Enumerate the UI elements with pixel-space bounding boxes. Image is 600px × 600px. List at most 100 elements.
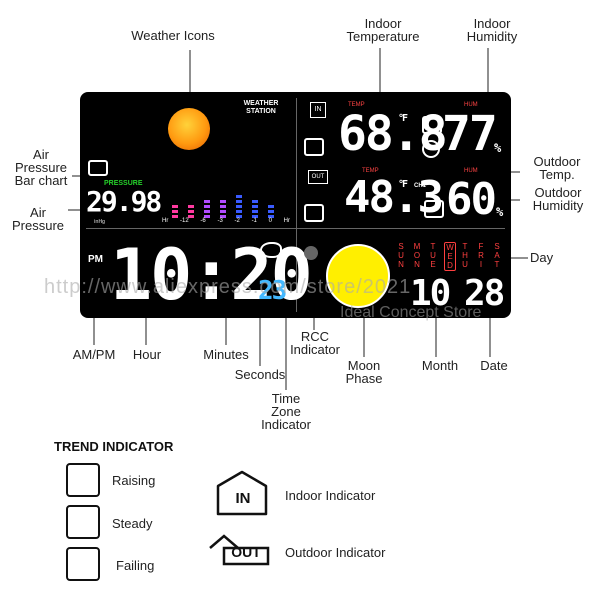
calendar-date: 28 [464,273,505,314]
pressure-bar-segment [252,210,258,213]
lcd-divider-horizontal [86,228,505,229]
pressure-axis-tick: Hr [162,218,169,224]
pressure-bar-segment [236,210,242,213]
pressure-bar-segment [204,210,210,213]
label-air-pressure-bar-chart: Air Pressure Bar chart [14,147,68,188]
watermark: http://www.aliexpress.com/store/2021 [44,276,412,298]
outdoor-humidity-value: 60 [446,174,497,225]
pressure-axis-tick: Hr [283,218,290,224]
day-column: S U N [398,242,404,269]
legend-indoor-indicator: Indoor Indicator [285,488,376,503]
indoor-arrow-icon [304,138,324,156]
pressure-bar-segment [252,215,258,218]
pressure-bar-segment [236,215,242,218]
pm-indicator: PM [88,254,103,265]
comfort-face-icon [422,140,440,158]
outdoor-temp-unit: °F [398,179,408,190]
pressure-bar-segment [188,210,194,213]
indoor-hum-label: HUM [464,102,478,108]
pressure-bar-segment [172,205,178,208]
pressure-axis-tick: -1 [251,218,257,224]
out-badge: OUT [308,170,328,184]
legend-outdoor-indicator: Outdoor Indicator [285,545,386,560]
day-column: W E D [444,242,456,271]
label-time-zone-indicator: Time Zone Indicator [261,391,311,432]
pressure-bar-segment [220,210,226,213]
indoor-temp-label: TEMP [348,102,365,108]
watermark-store: Ideal Concept Store [340,304,482,321]
label-day: Day [530,250,554,265]
pressure-bar-segment [236,205,242,208]
label-minutes: Minutes [203,347,249,362]
pressure-bar-segment [268,210,274,213]
pressure-bar-segment [220,215,226,218]
label-month: Month [421,358,459,373]
label-air-pressure: Air Pressure [11,205,65,233]
pressure-bar-segment [252,205,258,208]
pressure-bar-segment [172,210,178,213]
outdoor-temp-label: TEMP [362,168,379,174]
outdoor-arrow-icon [304,204,324,222]
label-date: Date [480,358,508,373]
in-badge: IN [310,102,326,118]
pressure-bar-segment [204,215,210,218]
pressure-bar-segment [220,200,226,203]
moon-phase-icon [326,244,390,308]
pressure-bar-segment [252,200,258,203]
pressure-trend-icon [88,160,108,176]
pressure-bar-segment [188,215,194,218]
label-indoor-humidity: Indoor Humidity [466,16,518,44]
outdoor-trend-icon [424,200,444,218]
day-column: T U E [430,242,436,269]
calendar-month: 10 [410,273,451,314]
day-column: M O N [413,242,421,269]
clock-seconds: 23 [258,276,287,306]
pressure-bar-segment [172,215,178,218]
pressure-unit: inHg [94,219,106,225]
label-weather-icons: Weather Icons [131,28,215,43]
weather-station-label: WEATHER STATION [243,100,279,115]
pressure-bar-segment [204,200,210,203]
pressure-axis-tick: 0 [268,218,272,224]
label-hour: Hour [132,347,162,362]
indoor-indicator-badge: IN [235,490,251,507]
label-am-pm: AM/PM [72,347,116,362]
indoor-humidity-value: 77 [442,106,498,162]
label-rcc-indicator: RCC Indicator [290,329,340,357]
indoor-trend-icon [422,116,442,134]
air-pressure-value: 29.98 [86,185,162,218]
pressure-bar-segment [204,205,210,208]
label-moon-phase: Moon Phase [345,358,383,386]
outdoor-hum-label: HUM [464,168,478,174]
indoor-percent: % [494,141,501,155]
pressure-axis-tick: -12 [180,218,189,224]
trend-indicator-title: TREND INDICATOR [54,439,174,454]
outdoor-indicator-icon [209,534,270,566]
pressure-bar-segment [236,200,242,203]
label-outdoor-humidity: Outdoor Humidity [532,185,584,213]
pressure-bar-segment [220,205,226,208]
trend-raising-icon [66,463,100,497]
indoor-indicator-icon [216,470,268,516]
lcd-divider-vertical [296,98,297,312]
rcc-icon [304,246,318,260]
indoor-temp-unit: °F [398,113,408,124]
label-outdoor-temp: Outdoor Temp. [533,154,581,182]
pressure-bar-chart [164,174,290,218]
outdoor-indicator-badge: OUT [231,544,261,560]
outdoor-percent: % [496,205,503,219]
day-column: S A T [494,242,500,269]
pressure-bar-segment [188,205,194,208]
pressure-axis-tick: -3 [217,218,223,224]
pressure-axis: Hr -12 -6 -3 -2 -1 0 Hr [162,218,290,226]
sun-icon [168,108,210,150]
trend-failing-icon [66,547,100,581]
lcd-display: WEATHER STATION IN TEMP HUM 68.8 °F 77 %… [80,92,511,318]
pressure-label: PRESSURE [104,180,143,187]
pressure-axis-tick: -6 [200,218,206,224]
pressure-axis-tick: -2 [234,218,240,224]
pressure-bar-segment [268,215,274,218]
trend-steady-icon [66,505,100,539]
time-zone-icon [260,242,282,258]
